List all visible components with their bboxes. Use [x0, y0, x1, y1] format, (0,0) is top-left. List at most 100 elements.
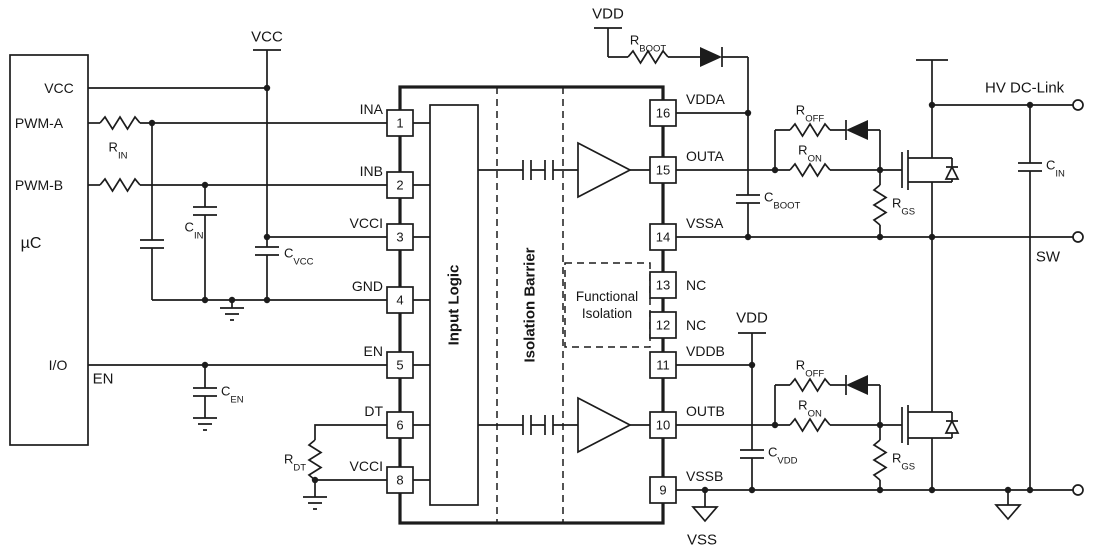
functional-isolation-label: Functional Isolation [575, 289, 639, 321]
label-c-in-left: CIN [184, 219, 204, 242]
net-label-en: EN [92, 370, 114, 388]
hv-terminal [1072, 99, 1084, 111]
net-label-sw: SW [1035, 248, 1061, 266]
pwm-input-network [88, 115, 387, 321]
ground-symbol-rdt [303, 496, 327, 510]
net-label-vdd-mid: VDD [736, 309, 768, 327]
pin-number-9: 9 [659, 482, 667, 498]
label-r-off-b: ROFF [795, 357, 825, 380]
pin-name-inb: INB [359, 163, 383, 179]
capacitor-cin-right [1018, 105, 1042, 490]
label-r-on-b: RON [798, 397, 822, 420]
enable-network [88, 364, 387, 431]
capacitor-cvcc [255, 246, 279, 256]
pin-number-10: 10 [655, 417, 671, 433]
body-diode-a [944, 165, 960, 180]
net-label-vdd-top: VDD [592, 5, 624, 23]
resistor-ron-a [789, 162, 831, 178]
capacitor-cin-b [193, 185, 217, 300]
pin-number-12: 12 [655, 317, 671, 333]
pin-name-nc2: NC [686, 317, 707, 333]
mcu-pin-io: I/O [48, 357, 68, 373]
resistor-ron-b [789, 417, 831, 433]
label-r-gs-b: RGS [892, 450, 916, 473]
mcu-pin-vcc: VCC [44, 80, 74, 96]
resistor-rin-b [99, 177, 141, 193]
diode-boot [700, 47, 722, 67]
sw-terminal [1072, 231, 1084, 243]
resistor-roff-b [789, 377, 831, 393]
capacitor-cvdd [740, 365, 764, 490]
vss-ground-symbol [691, 506, 719, 523]
input-logic-label: Input Logic [445, 264, 463, 346]
label-r-off-a: ROFF [795, 102, 825, 125]
isolation-caps-a [478, 160, 578, 180]
pin-name-outb: OUTB [686, 403, 725, 419]
pin-name-nc1: NC [686, 277, 707, 293]
functional-isolation-box [564, 262, 651, 348]
pin-number-14: 14 [655, 229, 671, 245]
vcc-rail [88, 49, 387, 300]
pin-number-5: 5 [396, 357, 404, 373]
driver-buffer-b [577, 396, 632, 454]
pin-name-outa: OUTA [686, 148, 724, 164]
pin-name-vcci1: VCCI [349, 215, 383, 231]
label-r-in: RIN [108, 139, 128, 162]
high-side-gate-network [676, 120, 902, 237]
pin-number-2: 2 [396, 177, 404, 193]
net-label-vss: VSS [686, 531, 718, 549]
pin-name-ina: INA [359, 101, 383, 117]
bottom-rail-terminal [1072, 484, 1084, 496]
power-ground-symbol [994, 504, 1022, 521]
sw-rail [676, 231, 1084, 243]
pin-name-en: EN [363, 343, 383, 359]
label-c-en: CEN [221, 383, 244, 406]
pin-number-13: 13 [655, 277, 671, 293]
gate-driver-ic [386, 85, 677, 525]
isolation-caps-b [478, 415, 578, 435]
hv-dc-link-rail [932, 99, 1084, 490]
isolation-barrier-lines [496, 87, 564, 523]
body-diode-b [944, 419, 960, 434]
label-r-on-a: RON [798, 142, 822, 165]
mcu-block [9, 54, 89, 446]
pin-number-4: 4 [396, 292, 404, 308]
capacitor-cen [193, 365, 217, 418]
pin-name-vdda: VDDA [686, 91, 725, 107]
resistor-rgs-a [872, 184, 888, 226]
capacitor-cboot [736, 113, 760, 237]
resistor-roff-a [789, 122, 831, 138]
label-r-dt: RDT [283, 451, 306, 474]
vddb-supply [676, 332, 766, 490]
resistor-rboot [627, 49, 669, 65]
vdd-supply-bar-top [594, 27, 628, 58]
label-c-boot: CBOOT [764, 189, 801, 212]
low-side-mosfet [901, 237, 960, 490]
driver-buffer-a [577, 141, 632, 199]
label-c-in-right: CIN [1046, 157, 1065, 180]
pin-number-1: 1 [396, 115, 404, 131]
pin-name-vssb: VSSB [686, 468, 724, 484]
hv-supply-bar [916, 59, 948, 158]
label-r-gs-a: RGS [892, 195, 916, 218]
mcu-label: µC [20, 235, 42, 252]
resistor-rin-a [99, 115, 141, 131]
pin-number-6: 6 [396, 417, 404, 433]
net-label-hv-dc-link: HV DC-Link [985, 79, 1065, 97]
net-label-vcc-top: VCC [251, 28, 283, 46]
pin-name-vssa: VSSA [686, 215, 724, 231]
label-c-vdd: CVDD [768, 444, 798, 467]
resistor-rdt [307, 439, 323, 481]
resistor-rgs-b [872, 439, 888, 481]
capacitor-cin-a [140, 123, 164, 300]
vdd-supply-bar-mid [676, 332, 766, 366]
ground-symbol-cen [193, 417, 217, 431]
junction-dots [148, 84, 1034, 494]
pin-number-3: 3 [396, 229, 404, 245]
high-side-mosfet [901, 59, 960, 237]
pin-number-15: 15 [655, 162, 671, 178]
diode-off-b [846, 375, 868, 395]
mcu-pin-pwma: PWM-A [14, 115, 64, 131]
pin-name-dt: DT [364, 403, 383, 419]
